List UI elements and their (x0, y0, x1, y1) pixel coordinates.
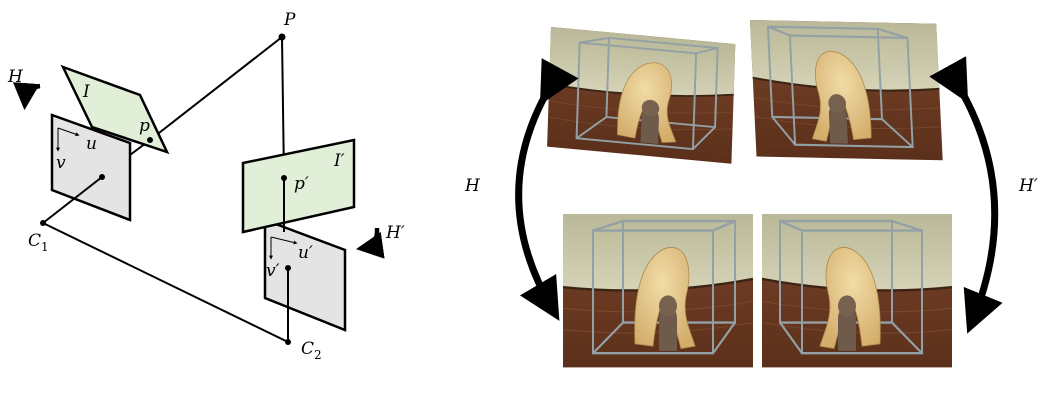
image-plane-I (60, 64, 170, 155)
label-I: I (82, 82, 90, 102)
H-prime-curved-arrow-icon (355, 227, 385, 259)
photo-bottom-right (760, 212, 954, 369)
sensor-plane-2 (263, 218, 347, 332)
label-H-prime-right: H′ (1018, 176, 1038, 196)
left-camera-geometry: H I p u v C1 P p′ I′ H′ u′ v′ C2 (7, 10, 405, 362)
camera-center-C2 (285, 339, 291, 345)
label-C1: C1 (28, 231, 49, 254)
ray-p-to-P (149, 36, 283, 141)
label-H: H (7, 67, 24, 87)
ray-C1-to-center (42, 176, 103, 224)
point-p-prime (281, 175, 287, 181)
photo-bottom-left (561, 212, 755, 369)
label-p: p (139, 116, 150, 136)
label-H-right: H (464, 176, 481, 196)
label-P: P (283, 10, 296, 30)
label-H-prime: H′ (385, 223, 405, 243)
sensor-plane-1 (50, 113, 132, 222)
u-axis-2 (270, 236, 298, 245)
point-P (278, 33, 286, 41)
camera-center-C1 (40, 220, 46, 226)
baseline (42, 222, 289, 343)
label-u: u (86, 134, 97, 154)
label-u-prime: u′ (298, 243, 313, 263)
label-p-prime: p′ (294, 174, 309, 194)
label-v: v (56, 153, 66, 173)
H-curved-arrow-icon (12, 82, 41, 111)
label-v-prime: v′ (266, 261, 280, 281)
photo-top-right (748, 18, 944, 162)
H-double-arrow-icon (515, 58, 579, 321)
label-I-prime: I′ (333, 151, 345, 171)
H-prime-double-arrow-icon (929, 56, 1003, 334)
right-rectification-example: H H′ (464, 18, 1038, 369)
label-C2: C2 (301, 339, 322, 362)
photo-top-left (546, 26, 737, 165)
image-plane-I-prime (241, 138, 356, 234)
point-p (147, 137, 153, 143)
